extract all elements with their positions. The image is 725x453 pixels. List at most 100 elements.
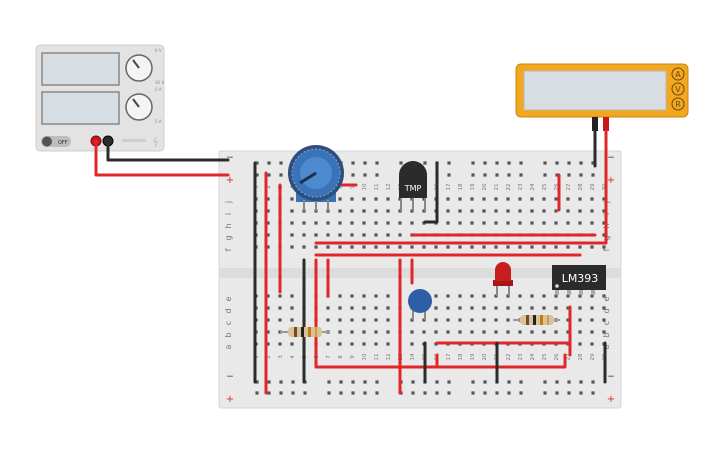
- breadboard-hole[interactable]: [386, 197, 390, 201]
- breadboard-hole[interactable]: [290, 306, 294, 310]
- breadboard-hole[interactable]: [482, 197, 486, 201]
- breadboard-hole[interactable]: [326, 221, 330, 225]
- breadboard-hole[interactable]: [338, 342, 342, 346]
- breadboard-hole[interactable]: [506, 209, 510, 213]
- ammeter-mode-button[interactable]: [671, 67, 685, 81]
- breadboard-hole[interactable]: [374, 233, 378, 237]
- breadboard-hole[interactable]: [495, 161, 499, 165]
- breadboard-hole[interactable]: [578, 294, 582, 298]
- breadboard-hole[interactable]: [519, 173, 523, 177]
- wire-psu-negative[interactable]: [106, 139, 230, 162]
- breadboard-hole[interactable]: [350, 245, 354, 249]
- breadboard-hole[interactable]: [386, 221, 390, 225]
- breadboard-hole[interactable]: [266, 318, 270, 322]
- breadboard-hole[interactable]: [446, 197, 450, 201]
- breadboard-hole[interactable]: [543, 380, 547, 384]
- breadboard-hole[interactable]: [302, 233, 306, 237]
- breadboard-hole[interactable]: [362, 318, 366, 322]
- breadboard-hole[interactable]: [482, 306, 486, 310]
- breadboard-hole[interactable]: [351, 173, 355, 177]
- breadboard-hole[interactable]: [458, 209, 462, 213]
- probe-red[interactable]: [603, 117, 609, 131]
- breadboard-hole[interactable]: [446, 209, 450, 213]
- breadboard-hole[interactable]: [302, 245, 306, 249]
- breadboard-hole[interactable]: [435, 380, 439, 384]
- breadboard-hole[interactable]: [447, 173, 451, 177]
- breadboard-hole[interactable]: [519, 161, 523, 165]
- breadboard-hole[interactable]: [470, 294, 474, 298]
- wire-red-col-8[interactable]: [314, 258, 567, 369]
- breadboard-hole[interactable]: [386, 245, 390, 249]
- breadboard-hole[interactable]: [591, 391, 595, 395]
- breadboard-hole[interactable]: [350, 306, 354, 310]
- breadboard-hole[interactable]: [495, 173, 499, 177]
- breadboard-hole[interactable]: [350, 233, 354, 237]
- breadboard-hole[interactable]: [494, 245, 498, 249]
- breadboard-hole[interactable]: [434, 330, 438, 334]
- breadboard-hole[interactable]: [470, 197, 474, 201]
- breadboard-hole[interactable]: [482, 330, 486, 334]
- breadboard-hole[interactable]: [494, 330, 498, 334]
- breadboard-hole[interactable]: [350, 209, 354, 213]
- breadboard-hole[interactable]: [314, 245, 318, 249]
- breadboard-hole[interactable]: [446, 221, 450, 225]
- breadboard-hole[interactable]: [423, 161, 427, 165]
- breadboard-hole[interactable]: [386, 342, 390, 346]
- breadboard-hole[interactable]: [350, 294, 354, 298]
- breadboard-hole[interactable]: [446, 330, 450, 334]
- breadboard-hole[interactable]: [458, 330, 462, 334]
- breadboard-hole[interactable]: [398, 233, 402, 237]
- breadboard-hole[interactable]: [290, 294, 294, 298]
- breadboard-hole[interactable]: [278, 342, 282, 346]
- breadboard-hole[interactable]: [566, 330, 570, 334]
- breadboard-hole[interactable]: [434, 294, 438, 298]
- breadboard-hole[interactable]: [519, 391, 523, 395]
- breadboard-hole[interactable]: [338, 209, 342, 213]
- breadboard-hole[interactable]: [506, 330, 510, 334]
- breadboard-hole[interactable]: [602, 209, 606, 213]
- breadboard-hole[interactable]: [579, 161, 583, 165]
- breadboard-hole[interactable]: [434, 318, 438, 322]
- breadboard-hole[interactable]: [447, 391, 451, 395]
- breadboard-hole[interactable]: [591, 173, 595, 177]
- breadboard-hole[interactable]: [326, 342, 330, 346]
- breadboard-hole[interactable]: [398, 245, 402, 249]
- breadboard-hole[interactable]: [374, 330, 378, 334]
- voltmeter-mode-button[interactable]: [671, 82, 685, 96]
- breadboard-hole[interactable]: [375, 161, 379, 165]
- breadboard-hole[interactable]: [410, 330, 414, 334]
- breadboard-hole[interactable]: [446, 245, 450, 249]
- breadboard-hole[interactable]: [351, 391, 355, 395]
- breadboard-hole[interactable]: [543, 173, 547, 177]
- wire-tmp-ground[interactable]: [423, 161, 439, 224]
- wires[interactable]: [94, 129, 608, 395]
- breadboard-hole[interactable]: [386, 330, 390, 334]
- breadboard-hole[interactable]: [518, 330, 522, 334]
- breadboard-hole[interactable]: [290, 209, 294, 213]
- lm393-chip[interactable]: LM393: [552, 265, 606, 295]
- breadboard-hole[interactable]: [266, 233, 270, 237]
- breadboard-hole[interactable]: [266, 306, 270, 310]
- power-supply[interactable]: 0 V 30 V 0 A 5 A OFF: [35, 44, 165, 152]
- breadboard-hole[interactable]: [363, 173, 367, 177]
- resistor-left[interactable]: [280, 327, 330, 337]
- breadboard-hole[interactable]: [506, 221, 510, 225]
- breadboard-hole[interactable]: [434, 306, 438, 310]
- breadboard-hole[interactable]: [362, 245, 366, 249]
- breadboard-hole[interactable]: [518, 209, 522, 213]
- breadboard-hole[interactable]: [362, 197, 366, 201]
- breadboard-hole[interactable]: [567, 173, 571, 177]
- breadboard-hole[interactable]: [290, 342, 294, 346]
- breadboard-hole[interactable]: [362, 342, 366, 346]
- breadboard-hole[interactable]: [518, 197, 522, 201]
- breadboard-hole[interactable]: [495, 391, 499, 395]
- breadboard-hole[interactable]: [566, 306, 570, 310]
- breadboard-hole[interactable]: [398, 221, 402, 225]
- breadboard-hole[interactable]: [471, 173, 475, 177]
- breadboard-hole[interactable]: [278, 306, 282, 310]
- breadboard-hole[interactable]: [350, 342, 354, 346]
- breadboard-hole[interactable]: [446, 318, 450, 322]
- breadboard-hole[interactable]: [375, 391, 379, 395]
- breadboard-hole[interactable]: [374, 294, 378, 298]
- breadboard-hole[interactable]: [602, 306, 606, 310]
